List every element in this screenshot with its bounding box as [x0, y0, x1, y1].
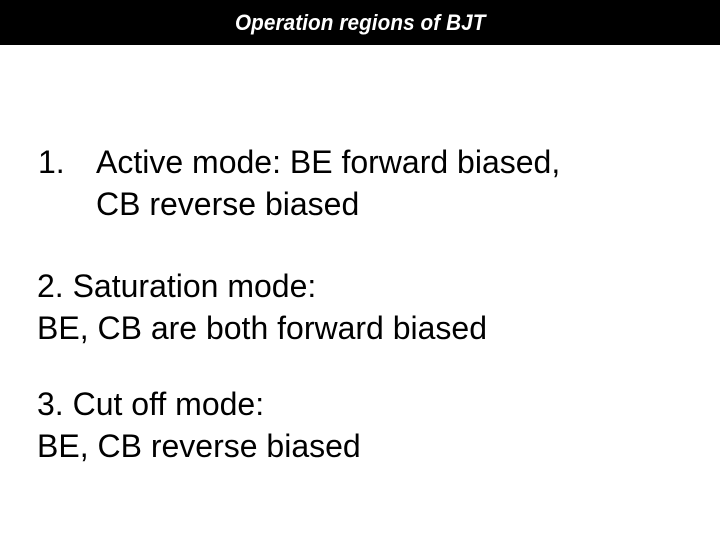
slide-body: 1. Active mode: BE forward biased, CB re…	[0, 45, 720, 540]
list-item-3-line-1: 3. Cut off mode:	[37, 386, 265, 422]
list-item-2: 2. Saturation mode: BE, CB are both forw…	[37, 265, 487, 349]
list-item-3: 3. Cut off mode: BE, CB reverse biased	[37, 383, 361, 467]
list-item-3-line-2: BE, CB reverse biased	[37, 428, 361, 464]
list-item-1-line-1: Active mode: BE forward biased,	[96, 144, 561, 180]
list-item-1-row: 1. Active mode: BE forward biased, CB re…	[38, 141, 560, 225]
list-item-1-body: Active mode: BE forward biased, CB rever…	[96, 141, 560, 225]
list-item-1-line-2: CB reverse biased	[96, 186, 360, 222]
title-bar: Operation regions of BJT	[0, 0, 720, 45]
list-item-2-line-1: 2. Saturation mode:	[37, 268, 317, 304]
list-item-1: 1. Active mode: BE forward biased, CB re…	[38, 141, 560, 225]
list-item-2-line-2: BE, CB are both forward biased	[37, 310, 488, 346]
page-title: Operation regions of BJT	[234, 9, 486, 35]
list-item-1-marker: 1.	[38, 144, 65, 180]
